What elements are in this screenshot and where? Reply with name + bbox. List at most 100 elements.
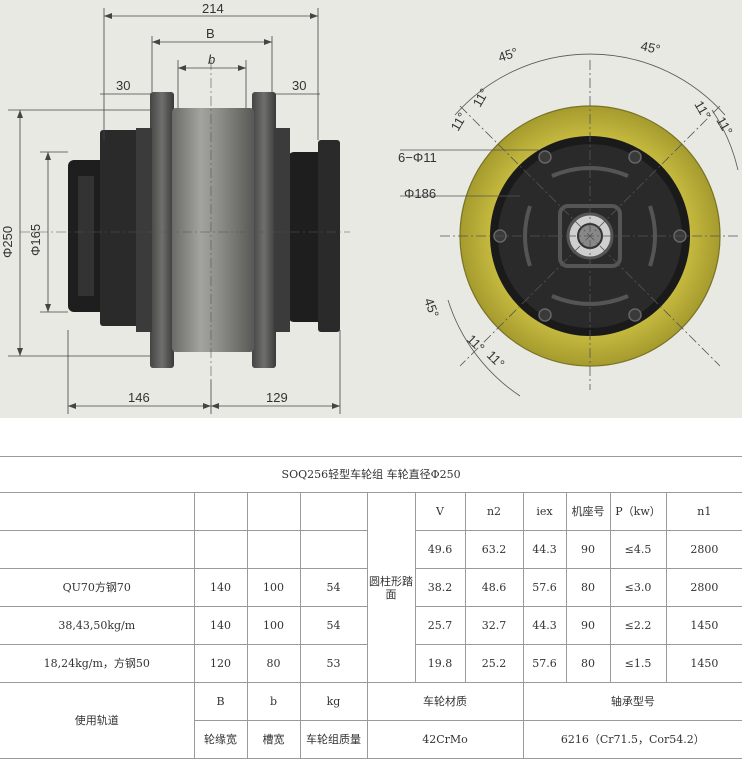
dim-left-hub: 30: [116, 78, 130, 93]
table-cell-empty: [0, 530, 195, 569]
table-cell: 1450: [665, 644, 742, 683]
table-cell: 57.6: [522, 644, 567, 683]
right-collar: [274, 128, 290, 332]
table-cell-empty: [0, 492, 195, 531]
dim-right-hub: 30: [292, 78, 306, 93]
side-view: 214 B b 30 30 Φ250 Φ165 146 129: [0, 1, 350, 414]
angle-11-a: 11°: [470, 86, 492, 110]
table-cell: 90: [565, 530, 611, 569]
header-iex: iex: [522, 492, 567, 531]
drawing-svg: 214 B b 30 30 Φ250 Φ165 146 129: [0, 1, 740, 414]
bearing-label: 轴承型号: [522, 682, 742, 721]
dim-tread-diameter: Φ165: [28, 224, 43, 256]
header-v: V: [414, 492, 466, 531]
side-dimension-arrows: [17, 13, 340, 409]
rail-type: QU70方钢70: [0, 568, 195, 607]
front-view: 45° 45° 45° 11° 11° 11° 11° 11° 11° 6−Φ1…: [398, 38, 740, 397]
angle-11-c: 11°: [691, 98, 713, 122]
table-cell: 63.2: [464, 530, 524, 569]
dim-outer-diameter: Φ250: [0, 226, 15, 258]
material-label: 车轮材质: [366, 682, 524, 721]
dim-bolt-holes: 6−Φ11: [398, 150, 437, 165]
param-name-groove: 槽宽: [246, 720, 301, 759]
rail-type: 38,43,50kg/m: [0, 606, 195, 645]
table-cell: 80: [246, 644, 301, 683]
rail-label: 使用轨道: [0, 682, 195, 759]
table-cell: ≤2.2: [609, 606, 667, 645]
table-cell: 49.6: [414, 530, 466, 569]
table-cell: ≤4.5: [609, 530, 667, 569]
angle-top-left: 45°: [496, 45, 519, 65]
table-cell: 19.8: [414, 644, 466, 683]
header-n1: n1: [665, 492, 742, 531]
left-collar: [136, 128, 152, 332]
table-cell: 25.7: [414, 606, 466, 645]
left-flange: [150, 92, 174, 368]
table-cell: 80: [565, 644, 611, 683]
dim-bottom-left: 146: [128, 390, 150, 405]
header-n2: n2: [464, 492, 524, 531]
table-row: 使用轨道 B b kg 车轮材质 轴承型号: [0, 682, 742, 759]
tread-label: 圆柱形踏面: [366, 492, 416, 683]
table-row: 圆柱形踏面 V n2 iex 机座号 P（kw） n1: [0, 492, 742, 683]
table-row: 18,24kg/m，方钢50 120 80 53 19.8 25.2 57.6 …: [0, 644, 742, 683]
header-frame: 机座号: [565, 492, 611, 531]
table-cell: 140: [193, 568, 248, 607]
angle-top-right: 45°: [639, 38, 661, 57]
side-dimension-lines: [8, 8, 341, 414]
table-cell: 140: [193, 606, 248, 645]
table-cell: 53: [299, 644, 368, 683]
front-construction-lines: [400, 53, 740, 397]
table-cell-empty: [193, 530, 248, 569]
dim-pitch-circle: Φ186: [404, 186, 436, 201]
dim-flange-width: B: [206, 26, 215, 41]
param-name-flange: 轮缘宽: [193, 720, 248, 759]
table-cell: 2800: [665, 568, 742, 607]
right-hub-plate: [318, 140, 340, 332]
param-symbol-b-groove: b: [246, 682, 301, 721]
table-cell: ≤3.0: [609, 568, 667, 607]
table-title: SOQ256轻型车轮组 车轮直径Φ250: [0, 456, 742, 493]
param-name-mass: 车轮组质量: [299, 720, 368, 759]
table-cell: 44.3: [522, 606, 567, 645]
table-cell-empty: [193, 492, 248, 531]
rail-type: 18,24kg/m，方钢50: [0, 644, 195, 683]
dim-overall-width: 214: [202, 1, 224, 16]
table-cell: 1450: [665, 606, 742, 645]
table-cell: 120: [193, 644, 248, 683]
angle-11-e: 11°: [464, 332, 488, 356]
table-cell: 57.6: [522, 568, 567, 607]
table-cell: 2800: [665, 530, 742, 569]
left-hub-plate: [100, 130, 140, 326]
param-symbol-b-flange: B: [193, 682, 248, 721]
table-cell: 90: [565, 606, 611, 645]
table-cell: 100: [246, 568, 301, 607]
right-flange: [252, 92, 276, 368]
table-cell: 44.3: [522, 530, 567, 569]
angle-bottom: 45°: [421, 296, 442, 320]
table-cell-empty: [299, 492, 368, 531]
table-cell-empty: [246, 530, 301, 569]
table-cell-empty: [299, 530, 368, 569]
spec-table: SOQ256轻型车轮组 车轮直径Φ250 圆柱形踏面 V n2 iex 机座号 …: [0, 456, 742, 759]
table-cell: 80: [565, 568, 611, 607]
table-title-row: SOQ256轻型车轮组 车轮直径Φ250: [0, 456, 742, 493]
table-cell: 54: [299, 606, 368, 645]
angle-11-b: 11°: [448, 110, 470, 134]
table-cell: 100: [246, 606, 301, 645]
table-cell: 54: [299, 568, 368, 607]
table-cell: 32.7: [464, 606, 524, 645]
table-cell-empty: [246, 492, 301, 531]
left-hub-detail: [78, 176, 94, 296]
table-cell: 25.2: [464, 644, 524, 683]
technical-drawing: 214 B b 30 30 Φ250 Φ165 146 129: [0, 0, 742, 418]
wheel-drum: [172, 108, 254, 352]
bearing-value: 6216（Cr71.5，Cor54.2）: [522, 720, 742, 759]
table-cell: 38.2: [414, 568, 466, 607]
table-cell: 48.6: [464, 568, 524, 607]
material-value: 42CrMo: [366, 720, 524, 759]
dim-bottom-right: 129: [266, 390, 288, 405]
table-cell: ≤1.5: [609, 644, 667, 683]
header-power: P（kw）: [609, 492, 667, 531]
param-symbol-kg: kg: [299, 682, 368, 721]
